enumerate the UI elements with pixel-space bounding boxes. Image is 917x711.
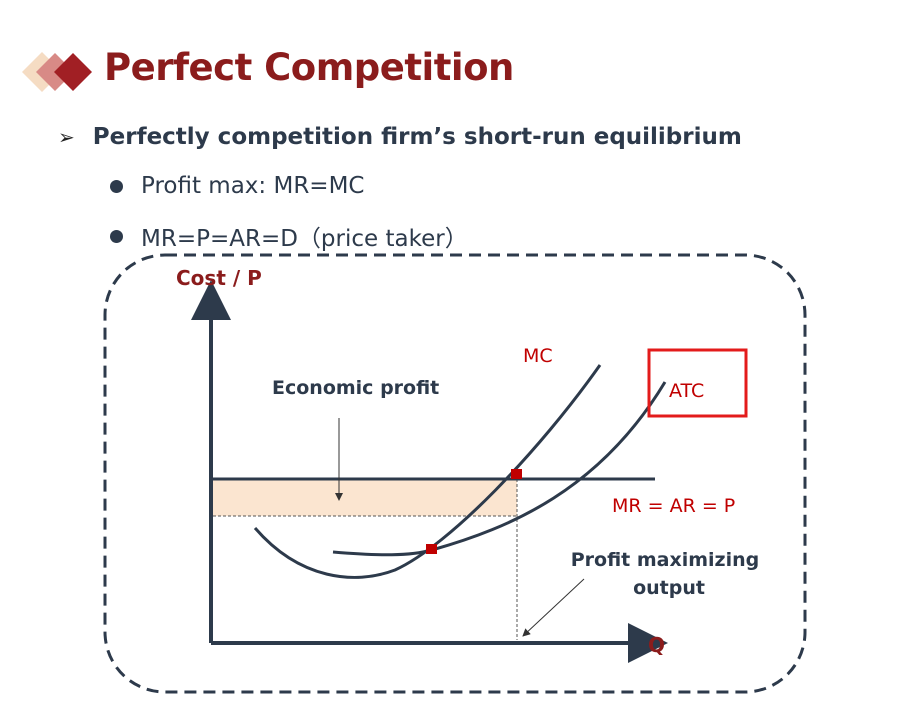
output-pointer <box>522 578 585 637</box>
slide-title: Perfect Competition <box>104 46 514 89</box>
output-label-line2: output <box>633 577 705 599</box>
section-heading: Perfectly competition firm’s short-run e… <box>92 124 742 150</box>
bullet-dot-icon <box>110 179 123 193</box>
atc-label: ATC <box>669 380 704 402</box>
profit-max-point <box>511 469 522 479</box>
price-line-label: MR = AR = P <box>612 495 735 517</box>
heading-row: ➢ Perfectly competition firm’s short-run… <box>58 124 742 150</box>
atc-curve <box>332 381 667 557</box>
economic-profit-area <box>213 479 517 516</box>
atc-intersection-point <box>426 544 437 554</box>
economic-profit-label: Economic profit <box>272 377 439 399</box>
atc-highlight-box <box>647 348 748 418</box>
bullet-text: MR=P=AR=D（price taker） <box>141 226 468 252</box>
mc-curve <box>253 364 602 579</box>
bullet-item: MR=P=AR=D（price taker） <box>110 219 468 253</box>
bullet-dot-icon <box>110 229 123 243</box>
x-axis-label: Q <box>648 633 665 657</box>
dashed-frame <box>103 253 807 694</box>
diamond-logo-icon <box>22 52 92 92</box>
bullet-item: Profit max: MR=MC <box>110 173 364 199</box>
mc-label: MC <box>523 345 553 367</box>
arrow-bullet-icon: ➢ <box>58 125 75 149</box>
output-label-line1: Profit maximizing <box>571 549 760 571</box>
bullet-text: Profit max: MR=MC <box>141 173 365 199</box>
y-axis-label: Cost / P <box>176 266 262 290</box>
